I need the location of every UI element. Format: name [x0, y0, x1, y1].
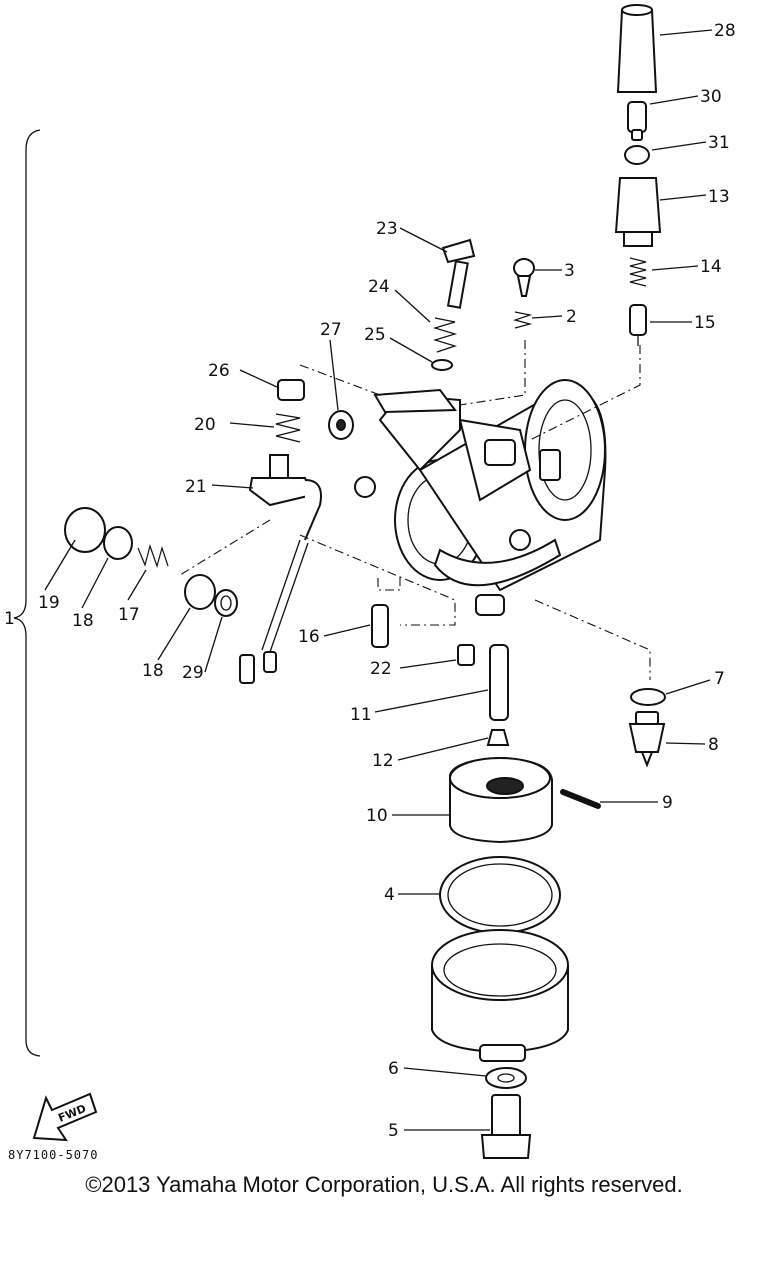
- float-bowl: [431, 929, 569, 1062]
- part-18-bushing-a: [103, 526, 133, 560]
- callout-4: 4: [384, 885, 395, 905]
- callout-1: 1: [4, 609, 15, 629]
- callout-28: 28: [714, 21, 736, 41]
- part-17-spring: [137, 543, 169, 569]
- callout-9: 9: [662, 793, 673, 813]
- part-21-fitting: [239, 454, 322, 684]
- assembly-center-lines: [179, 340, 651, 680]
- callout-12: 12: [372, 751, 394, 771]
- callout-27: 27: [320, 320, 342, 340]
- part-9-pin: [560, 789, 601, 809]
- copyright-notice: ©2013 Yamaha Motor Corporation, U.S.A. A…: [85, 1172, 683, 1197]
- part-3-screw: [513, 258, 535, 297]
- part-6-washer: [485, 1067, 527, 1089]
- callout-19: 19: [38, 593, 60, 613]
- callout-20: 20: [194, 415, 216, 435]
- callout-13: 13: [708, 187, 730, 207]
- callout-26: 26: [208, 361, 230, 381]
- callout-25: 25: [364, 325, 386, 345]
- callout-21: 21: [185, 477, 207, 497]
- part-14-spring: [629, 257, 647, 287]
- part-callouts: 28 30 31 13 14 15 23 3 24 2 27 25 26 20 …: [38, 21, 736, 1141]
- part-10-float: [449, 756, 553, 844]
- callout-15: 15: [694, 313, 716, 333]
- callout-11: 11: [350, 705, 372, 725]
- drawing-code: 8Y7100-5070: [8, 1148, 99, 1162]
- callout-5: 5: [388, 1121, 399, 1141]
- part-30-plunger: [627, 101, 647, 141]
- part-20-spring: [275, 413, 301, 443]
- part-23-screw: [441, 238, 476, 309]
- callout-23: 23: [376, 219, 398, 239]
- assembly-bracket: [13, 129, 41, 1057]
- callout-6: 6: [388, 1059, 399, 1079]
- callout-16: 16: [298, 627, 320, 647]
- callout-14: 14: [700, 257, 722, 277]
- callout-8: 8: [708, 735, 719, 755]
- leader-lines: [44, 29, 713, 1131]
- part-25-washer: [431, 359, 453, 371]
- callout-18b: 18: [142, 661, 164, 681]
- part-5-drain-plug: [480, 1094, 532, 1159]
- part-15-piston: [629, 304, 647, 346]
- part-13-housing: [614, 177, 662, 247]
- callout-31: 31: [708, 133, 730, 153]
- part-26-cap: [277, 379, 305, 401]
- part-29-seal: [214, 589, 238, 617]
- part-28-cap: [616, 4, 658, 93]
- part-11-needle-jet: [489, 644, 509, 721]
- fwd-arrow-icon: [32, 1092, 98, 1142]
- callout-2: 2: [566, 307, 577, 327]
- carburetor-body: [354, 379, 607, 616]
- callout-3: 3: [564, 261, 575, 281]
- callout-10: 10: [366, 806, 388, 826]
- part-2-spring: [512, 311, 533, 329]
- callout-22: 22: [370, 659, 392, 679]
- part-12-main-jet: [486, 729, 510, 746]
- callout-17: 17: [118, 605, 140, 625]
- callout-7: 7: [714, 669, 725, 689]
- callout-18a: 18: [72, 611, 94, 631]
- part-24-spring: [432, 317, 458, 353]
- part-19-cap: [64, 507, 106, 553]
- part-4-gasket: [439, 856, 561, 934]
- callout-24: 24: [368, 277, 390, 297]
- part-8-float-valve: [628, 711, 666, 768]
- callout-29: 29: [182, 663, 204, 683]
- part-27-washer: [328, 410, 354, 440]
- part-31-nut: [624, 145, 650, 165]
- part-22-plug: [457, 644, 475, 666]
- part-18-bushing-b: [184, 574, 216, 610]
- callout-30: 30: [700, 87, 722, 107]
- part-16-nozzle: [371, 604, 389, 648]
- part-7-washer: [630, 688, 666, 706]
